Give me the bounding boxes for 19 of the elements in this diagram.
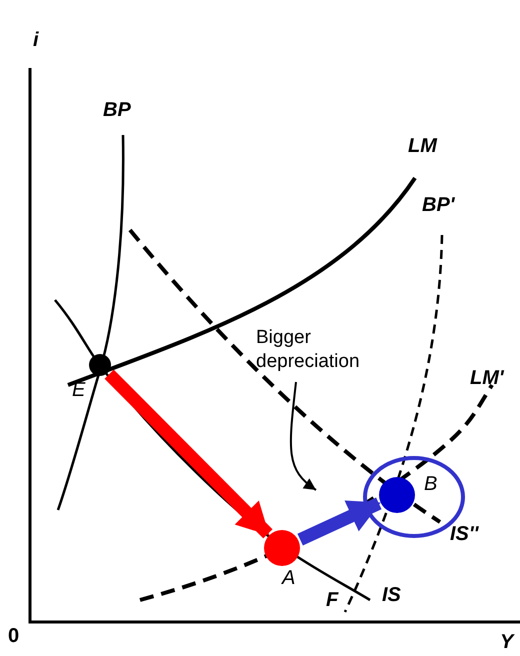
curve-label: LM' bbox=[470, 368, 504, 388]
curve-label: IS bbox=[382, 585, 401, 605]
curve-label: LM bbox=[408, 136, 437, 156]
point-dot bbox=[89, 354, 111, 376]
axis-label: Y bbox=[500, 632, 514, 652]
point-label: A bbox=[282, 568, 296, 588]
point-label: F bbox=[326, 590, 338, 610]
axis-label: i bbox=[33, 30, 39, 50]
curve-label: BP bbox=[103, 100, 131, 120]
arrow bbox=[297, 497, 382, 546]
point-dot bbox=[379, 477, 415, 513]
curve-label: BP' bbox=[422, 195, 455, 215]
point-label: B bbox=[424, 474, 438, 494]
annotation-text: Bigger depreciation bbox=[256, 326, 361, 374]
leader-arrow bbox=[290, 382, 317, 491]
point-dot bbox=[264, 530, 300, 566]
arrow bbox=[104, 370, 272, 538]
origin-label: 0 bbox=[8, 626, 20, 646]
curve-label: IS'' bbox=[450, 524, 478, 544]
